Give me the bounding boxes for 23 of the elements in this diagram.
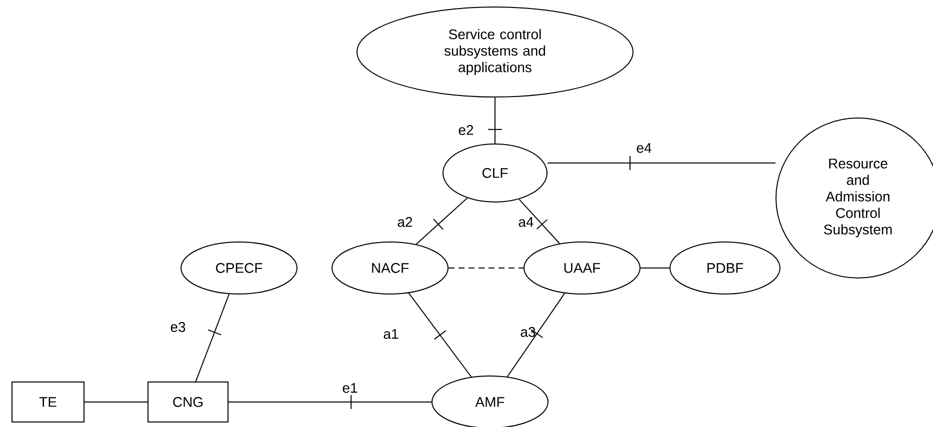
edge-label: a1 [384, 329, 398, 339]
connector-line [518, 198, 560, 244]
process-box: TE [12, 382, 85, 422]
edge-label: e1 [342, 383, 358, 393]
edge-label: e4 [636, 143, 652, 153]
connector-line [195, 294, 230, 382]
edge-label: e2 [458, 125, 474, 135]
ellipse-node: Service control subsystems and applications [356, 6, 634, 98]
ellipse-node: PDBF [670, 242, 780, 294]
process-box: CNG [148, 382, 228, 422]
edge-label: a2 [398, 217, 412, 227]
ellipse-node: CPECF [180, 242, 298, 294]
ellipse-node: UAAF [524, 242, 640, 294]
connector-line [494, 97, 496, 144]
connector-line [547, 162, 776, 164]
edge-label: e3 [170, 322, 186, 332]
edge-label: a3 [520, 327, 536, 337]
ellipse-node: NACF [332, 242, 448, 294]
edge-label: a4 [518, 217, 534, 227]
connector-line [506, 292, 566, 378]
connector-line [408, 292, 472, 378]
ellipse-node: CLF [442, 144, 548, 202]
connector-line [416, 198, 468, 245]
